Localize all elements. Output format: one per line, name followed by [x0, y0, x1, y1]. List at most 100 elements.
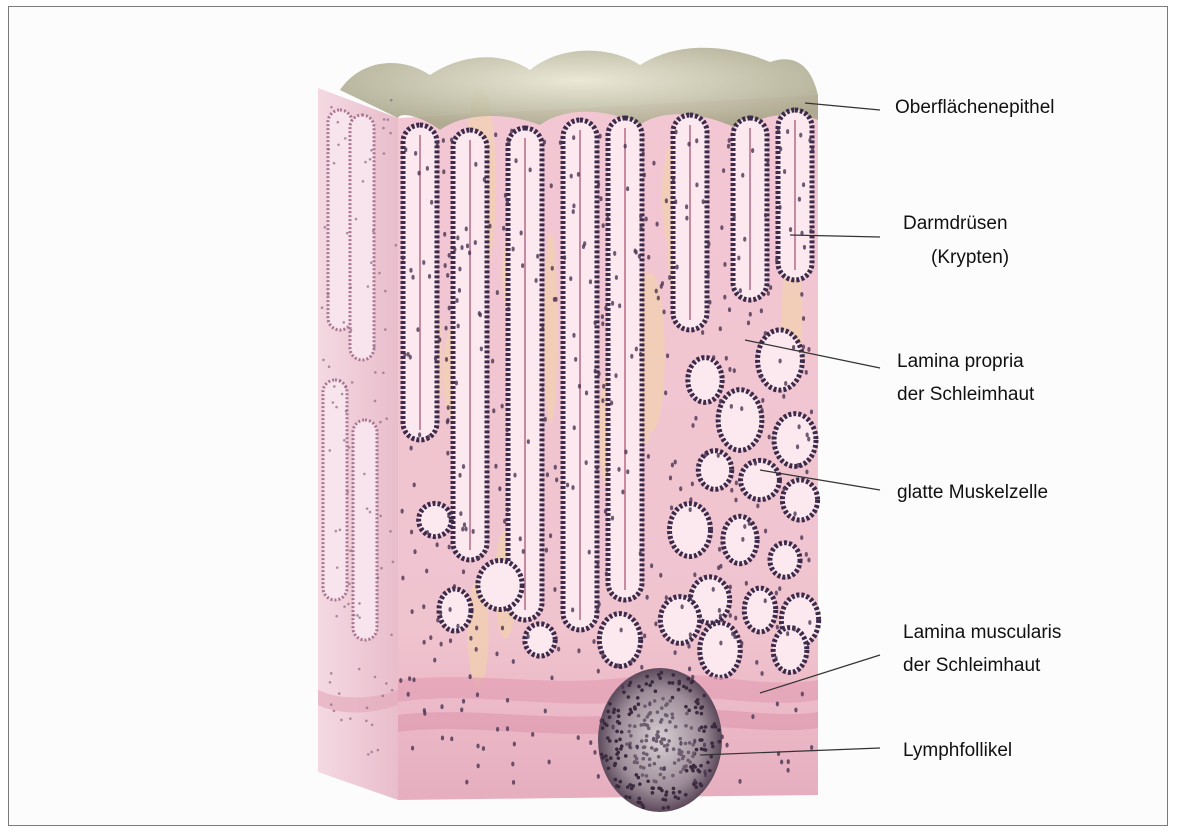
- nucleus: [640, 665, 643, 670]
- lymphocyte: [664, 729, 668, 733]
- nucleus: [648, 701, 651, 706]
- nucleus: [328, 449, 331, 452]
- nucleus: [805, 469, 808, 474]
- nucleus: [507, 140, 510, 145]
- nucleus: [748, 521, 751, 526]
- side-crypt: [353, 420, 377, 640]
- nucleus: [527, 439, 530, 444]
- lymphocyte: [671, 681, 675, 685]
- nucleus: [738, 779, 741, 784]
- nucleus: [808, 620, 811, 625]
- lymphocyte: [648, 763, 652, 767]
- lymphocyte: [665, 702, 669, 706]
- nucleus: [775, 258, 778, 263]
- nucleus: [404, 147, 407, 152]
- nucleus: [728, 138, 731, 143]
- nucleus: [786, 129, 789, 134]
- lymphocyte: [671, 774, 675, 778]
- lymphocyte: [622, 690, 626, 694]
- nucleus: [390, 634, 393, 637]
- nucleus: [597, 774, 600, 779]
- nucleus: [693, 572, 696, 577]
- lymphocyte: [645, 774, 649, 778]
- nucleus: [807, 437, 810, 442]
- nucleus: [512, 247, 515, 252]
- nucleus: [550, 183, 553, 188]
- lymphocyte: [684, 724, 688, 728]
- lymphocyte: [679, 770, 683, 774]
- nucleus: [670, 505, 673, 510]
- nucleus: [602, 223, 605, 228]
- nucleus: [506, 726, 509, 731]
- nucleus: [601, 398, 604, 403]
- crypt-cross-section: [478, 560, 522, 609]
- lymphocyte: [677, 758, 681, 762]
- lymphocyte: [601, 726, 605, 730]
- lymphocyte: [633, 705, 637, 709]
- nucleus: [624, 450, 627, 455]
- crypt-cross-section: [744, 588, 775, 632]
- nucleus: [453, 584, 456, 589]
- lymphocyte: [650, 719, 654, 723]
- lymphocyte: [618, 738, 622, 742]
- lymphocyte: [608, 715, 612, 719]
- nucleus: [668, 275, 671, 280]
- nucleus: [492, 408, 495, 413]
- nucleus: [429, 635, 432, 640]
- nucleus: [671, 463, 674, 468]
- nucleus: [446, 273, 449, 278]
- nucleus: [456, 235, 459, 240]
- nucleus: [582, 244, 585, 249]
- lymphocyte: [616, 751, 620, 755]
- lymphocyte: [647, 727, 651, 731]
- nucleus: [674, 130, 677, 135]
- lymphocyte: [677, 688, 681, 692]
- nucleus: [468, 250, 471, 255]
- nucleus: [346, 232, 349, 235]
- lymphocyte: [642, 757, 646, 761]
- nucleus: [767, 291, 770, 296]
- lymphocyte: [655, 736, 659, 740]
- nucleus: [596, 606, 599, 611]
- nucleus: [588, 550, 591, 555]
- lymphocyte: [708, 769, 712, 773]
- nucleus: [761, 398, 764, 403]
- nucleus: [403, 352, 406, 357]
- nucleus: [578, 384, 581, 389]
- nucleus: [358, 602, 361, 605]
- nucleus: [685, 204, 688, 209]
- nucleus: [536, 254, 539, 259]
- nucleus: [442, 169, 445, 174]
- nucleus: [760, 408, 763, 413]
- lymphocyte: [659, 787, 663, 791]
- nucleus: [423, 708, 426, 713]
- nucleus: [725, 356, 728, 361]
- nucleus: [572, 135, 575, 140]
- lymphocyte: [678, 748, 682, 752]
- lymphocyte: [700, 712, 704, 716]
- nucleus: [544, 417, 547, 422]
- nucleus: [740, 406, 743, 411]
- nucleus: [630, 354, 633, 359]
- nucleus: [494, 464, 497, 469]
- nucleus: [728, 307, 731, 312]
- nucleus: [805, 370, 808, 375]
- nucleus: [729, 613, 732, 618]
- nucleus: [655, 289, 658, 294]
- nucleus: [755, 660, 758, 665]
- nucleus: [348, 446, 351, 449]
- lymphocyte: [640, 688, 644, 692]
- lymphocyte: [649, 711, 653, 715]
- lymphocyte: [704, 725, 708, 729]
- nucleus: [695, 138, 698, 143]
- lymphocyte: [637, 714, 641, 718]
- nucleus: [733, 634, 736, 639]
- nucleus: [741, 173, 744, 178]
- nucleus: [665, 747, 668, 752]
- lymphocyte: [702, 729, 706, 733]
- nucleus: [346, 491, 349, 494]
- side-crypt: [350, 115, 374, 360]
- nucleus: [466, 243, 469, 248]
- nucleus: [687, 142, 690, 147]
- nucleus: [476, 692, 479, 697]
